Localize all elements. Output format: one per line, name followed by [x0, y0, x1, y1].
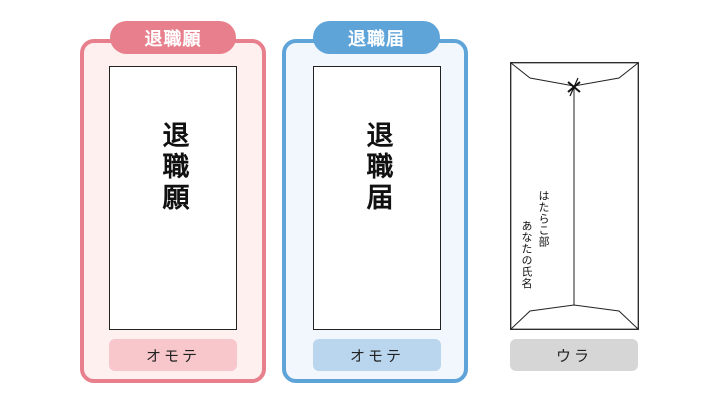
front-side-label: オモテ: [313, 339, 441, 371]
envelope-back: [510, 62, 639, 330]
seal-mark-icon: [567, 77, 581, 97]
resignation-request-envelope: 退職願: [109, 66, 237, 330]
resignation-notice-envelope-text: 退職届: [361, 121, 393, 214]
back-side-label: ウラ: [510, 339, 638, 371]
resignation-notice-envelope: 退職届: [313, 66, 441, 330]
resignation-notice-tag: 退職届: [313, 21, 440, 54]
sender-company-text: はたらこ部: [537, 190, 550, 248]
resignation-request-envelope-text: 退職願: [157, 121, 189, 214]
resignation-request-tag: 退職願: [110, 21, 236, 54]
sender-name-text: あなたの氏名: [520, 220, 533, 289]
front-side-label: オモテ: [109, 339, 237, 371]
